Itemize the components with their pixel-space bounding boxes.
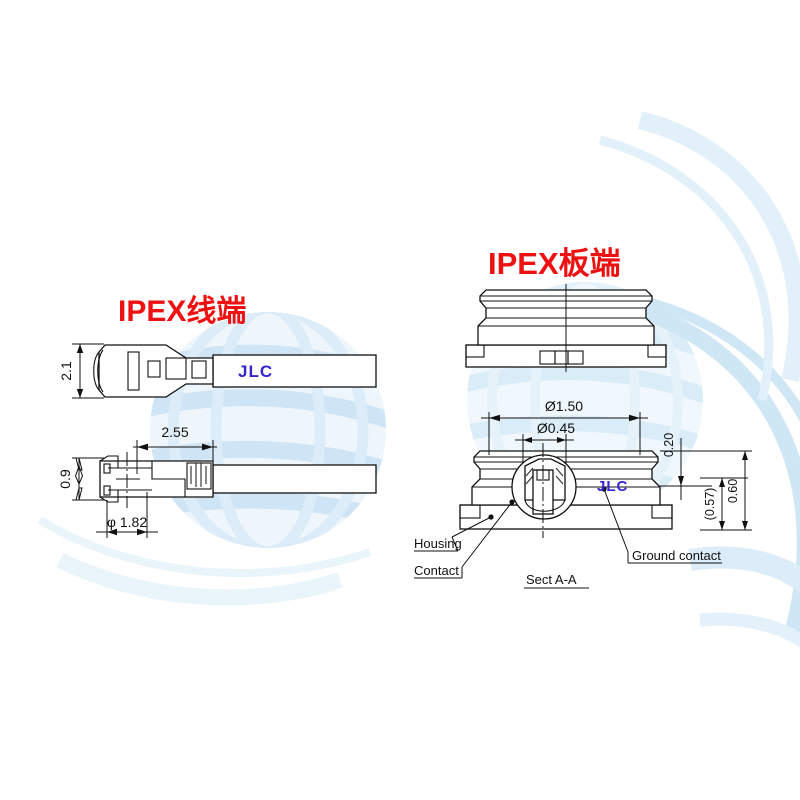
callout-housing: Housing [414, 516, 492, 552]
dim-label-diameter: φ 1.82 [107, 514, 147, 530]
dim-label-height-top: 2.1 [58, 361, 74, 381]
callout-label-housing: Housing [414, 536, 462, 551]
left-side-view [99, 455, 377, 503]
dim-height-0p9: 0.9 [57, 457, 104, 501]
right-brand-mark: JLC [597, 478, 629, 495]
left-brand-mark: JLC [238, 362, 274, 381]
callout-label-ground-contact: Ground contact [632, 548, 721, 563]
left-diagram-group: 2.1 [57, 343, 377, 538]
dim-label-length: 2.55 [161, 424, 188, 440]
dim-height-2p1: 2.1 [58, 343, 104, 399]
dim-label-total-height: 0.60 [726, 479, 740, 503]
left-top-view [93, 344, 377, 398]
dim-label-outer-diameter: Ø1.50 [545, 398, 583, 414]
dim-label-height-side: 0.9 [57, 469, 73, 489]
right-diagram-title: IPEX板端 [488, 246, 621, 281]
dim-label-top-height: 0.20 [662, 433, 676, 457]
right-diagram-group: Ø1.50 Ø0.45 0.20 [414, 284, 752, 589]
left-diagram-title: IPEX线端 [118, 295, 247, 328]
callout-label-contact: Contact [414, 563, 459, 578]
dim-label-inner-diameter: Ø0.45 [537, 420, 575, 436]
section-label-group: Sect A-A [524, 572, 589, 589]
right-elevation-view [465, 284, 667, 372]
section-label: Sect A-A [526, 572, 577, 587]
dim-label-mid-height: (0.57) [703, 488, 717, 521]
